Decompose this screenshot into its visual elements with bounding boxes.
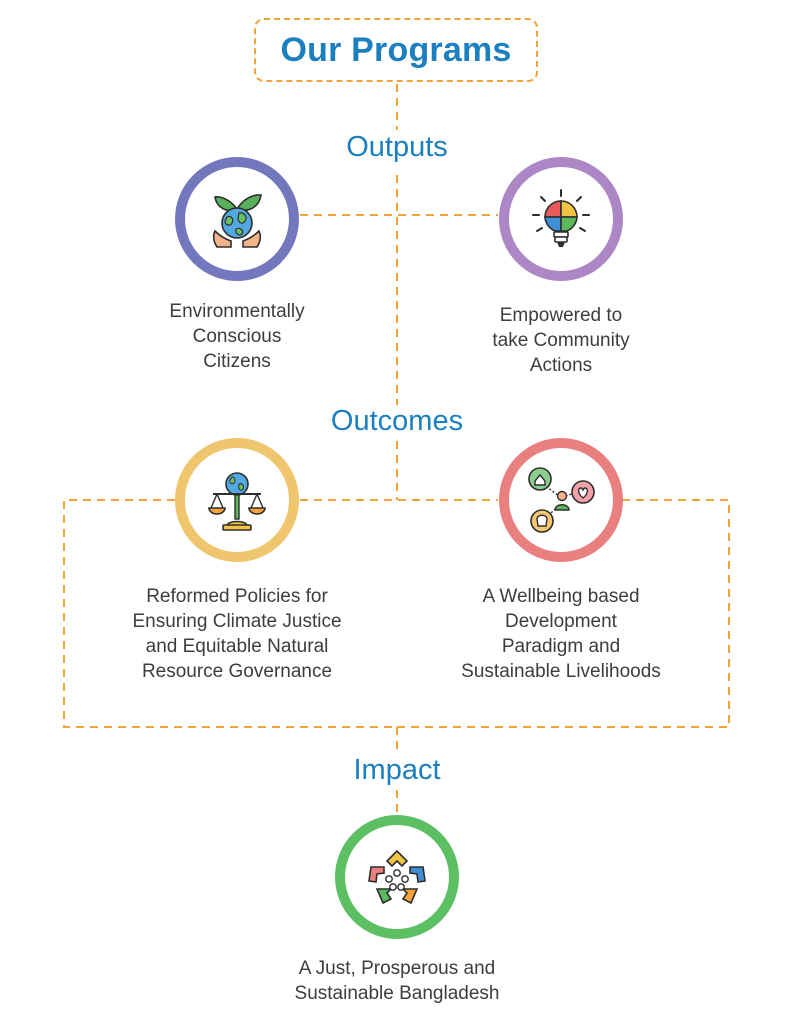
- caption-line: Actions: [529, 355, 593, 376]
- output-ring-community: [499, 157, 623, 281]
- output-caption-community: Empowered to take Community Actions: [426, 303, 696, 378]
- caption-line: Conscious: [192, 326, 282, 347]
- impact-caption: A Just, Prosperous and Sustainable Bangl…: [262, 956, 532, 1006]
- outcome-caption-policies: Reformed Policies for Ensuring Climate J…: [102, 584, 372, 684]
- outputs-label: Outputs: [340, 131, 454, 164]
- impact-label: Impact: [347, 754, 447, 787]
- wellbeing-network-icon: [528, 467, 595, 533]
- caption-line: Resource Governance: [141, 661, 333, 682]
- caption-line: Empowered to: [499, 305, 623, 326]
- caption-line: Paradigm and: [501, 636, 621, 657]
- title-box: Our Programs: [254, 18, 538, 82]
- caption-line: Ensuring Climate Justice: [132, 611, 342, 632]
- page-title: Our Programs: [280, 30, 512, 69]
- community-people-icon: [368, 849, 426, 905]
- caption-line: Environmentally: [169, 301, 305, 322]
- outcome-ring-wellbeing: [499, 438, 623, 562]
- connector-outcomes-left-bracket: [63, 499, 397, 728]
- caption-line: and Equitable Natural: [145, 636, 329, 657]
- earth-plants-hands-icon: [212, 194, 262, 248]
- globe-scales-icon: [208, 472, 266, 531]
- caption-line: A Just, Prosperous and: [298, 958, 496, 979]
- caption-line: Sustainable Livelihoods: [461, 661, 661, 682]
- caption-line: Reformed Policies for: [146, 586, 328, 607]
- caption-line: Development: [505, 611, 617, 632]
- puzzle-lightbulb-icon: [532, 189, 590, 247]
- caption-line: Sustainable Bangladesh: [294, 983, 500, 1004]
- caption-line: A Wellbeing based: [482, 586, 640, 607]
- outcomes-label: Outcomes: [324, 405, 470, 438]
- outcome-caption-wellbeing: A Wellbeing based Development Paradigm a…: [426, 584, 696, 684]
- outcome-ring-policies: [175, 438, 299, 562]
- output-caption-environment: Environmentally Conscious Citizens: [102, 299, 372, 374]
- caption-line: take Community: [492, 330, 630, 351]
- caption-line: Citizens: [203, 351, 271, 372]
- output-ring-environment: [175, 157, 299, 281]
- impact-ring-bangladesh: [335, 815, 459, 939]
